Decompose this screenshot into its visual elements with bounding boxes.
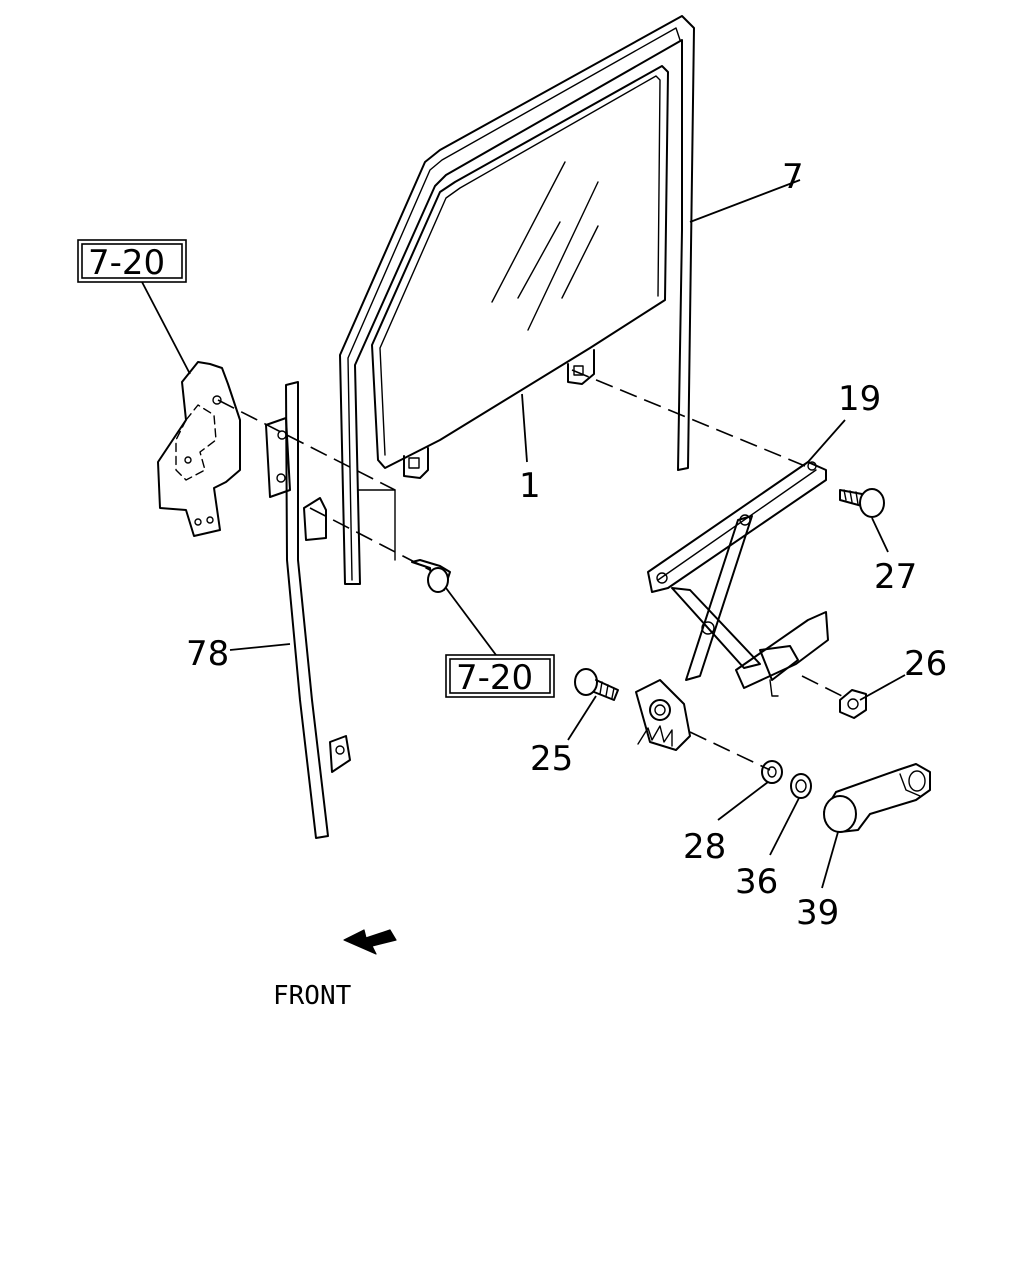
label-part-78: 78 (186, 634, 229, 674)
bolt-part-25 (574, 668, 619, 701)
label-part-28: 28 (683, 827, 726, 867)
label-part-36: 36 (735, 862, 778, 902)
label-part-27: 27 (874, 557, 917, 597)
label-part-19: 19 (838, 379, 881, 419)
reference-box-top: 7-20 (77, 239, 187, 283)
bolt-part-27 (839, 488, 885, 518)
run-channel-part-7 (339, 15, 695, 585)
reference-label-top: 7-20 (88, 243, 165, 283)
nut-part-26 (839, 689, 867, 719)
washer-part-28 (761, 760, 783, 784)
window-handle-part-39 (823, 763, 931, 833)
reference-label-bottom: 7-20 (456, 658, 533, 698)
regulator-part-19 (635, 461, 829, 751)
bush-part-36 (790, 773, 812, 799)
door-glass-part-1 (371, 65, 669, 479)
front-label: FRONT (273, 981, 352, 1011)
inner-bracket-ref-7-20 (157, 361, 241, 537)
label-part-7: 7 (782, 157, 804, 197)
label-part-1: 1 (519, 466, 541, 506)
front-arrow-icon (343, 929, 397, 955)
guide-rail-part-78 (265, 381, 351, 839)
guide-bolt (411, 559, 451, 593)
label-part-26: 26 (904, 644, 947, 684)
reference-box-bottom: 7-20 (445, 654, 555, 698)
label-part-39: 39 (796, 893, 839, 933)
label-part-25: 25 (530, 739, 573, 779)
